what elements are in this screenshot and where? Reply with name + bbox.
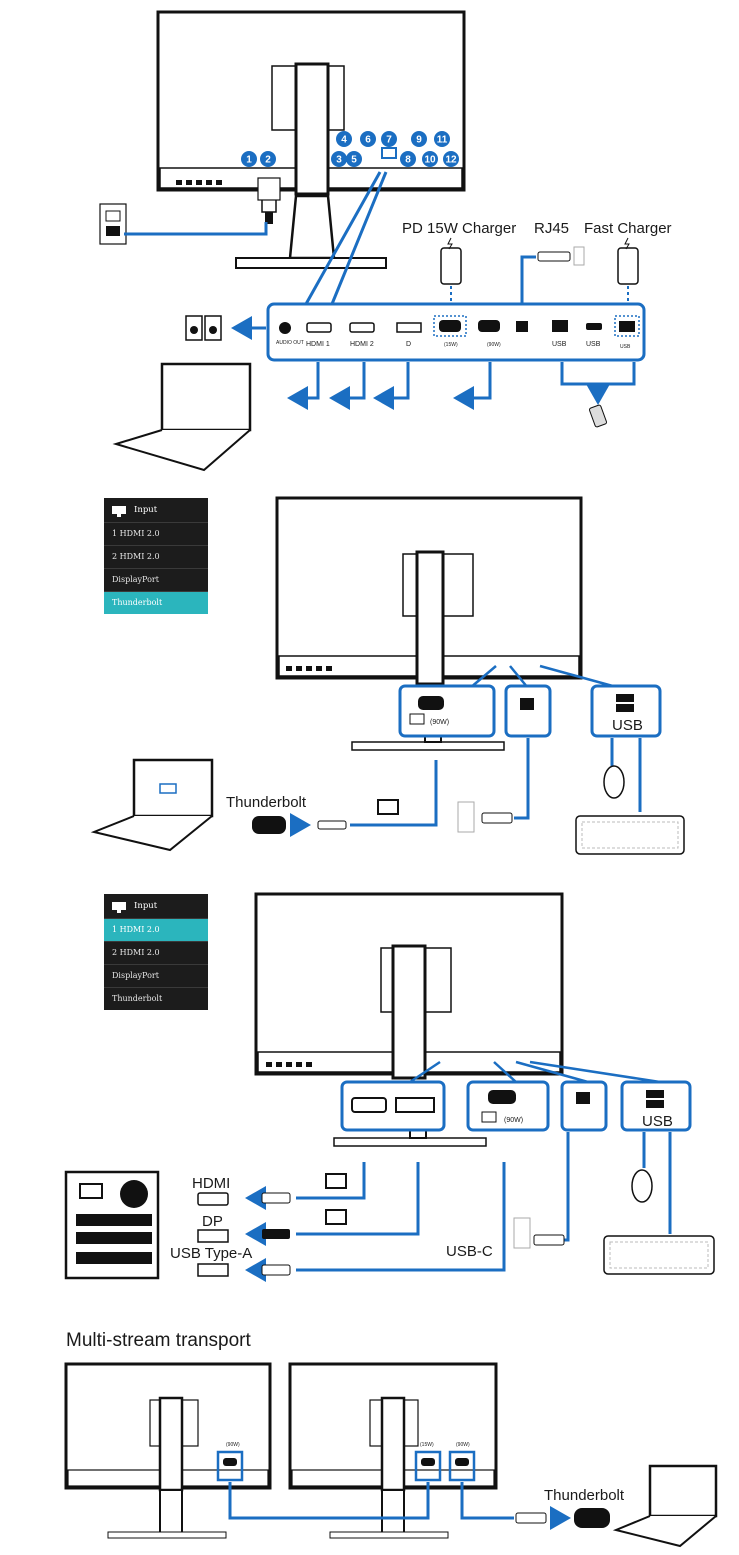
badge-9: 9 <box>416 135 422 146</box>
wall-outlet <box>99 203 127 245</box>
usbc-90w-label: (90W) <box>487 342 501 348</box>
s3-mouse-icon <box>631 1169 653 1203</box>
mst-thunderbolt-port <box>574 1508 610 1528</box>
s3-hdmi-port-icon <box>197 1192 229 1206</box>
s2-laptop-icon <box>90 758 214 852</box>
s2-menu-item-hdmi1[interactable]: 1 HDMI 2.0 <box>104 522 208 545</box>
badge-8: 8 <box>405 155 411 166</box>
s2-video-icon <box>377 799 399 815</box>
rj45-label: RJ45 <box>534 220 569 237</box>
mst-chain-lines <box>228 1482 514 1520</box>
mst-mon2-power-a-label: (15W) <box>420 1442 434 1448</box>
badge-7: 7 <box>386 135 392 146</box>
laptop-icon <box>112 362 252 472</box>
s3-dp-label: DP <box>202 1213 223 1230</box>
badge-3: 3 <box>336 155 342 166</box>
section3-usbc-box: (90W) <box>466 1080 550 1132</box>
phone-icon-left <box>440 237 462 285</box>
phone-icon-right <box>617 237 639 285</box>
badge-6: 6 <box>365 135 371 146</box>
s3-menu-item-hdmi1[interactable]: 1 HDMI 2.0 <box>104 918 208 941</box>
badge-2: 2 <box>265 155 271 166</box>
s2-rj45-plug <box>481 812 513 824</box>
s3-video-icon-2 <box>325 1209 347 1225</box>
section2-monitor <box>275 496 583 751</box>
s3-video-icon-1 <box>325 1173 347 1189</box>
callout-lines <box>304 171 388 305</box>
s2-menu-item-thunderbolt[interactable]: Thunderbolt <box>104 591 208 614</box>
monitor-icon <box>112 902 126 913</box>
s2-usbc-plug <box>317 820 347 830</box>
mst-thunderbolt-label: Thunderbolt <box>544 1487 625 1504</box>
monitor-icon <box>112 506 126 517</box>
audio-out-label: AUDIO OUT <box>276 340 304 346</box>
dp-label: D <box>406 341 411 348</box>
mst-laptop-icon <box>612 1464 718 1548</box>
usb1-label: USB <box>552 341 567 348</box>
s3-usb-type-a-label: USB Type-A <box>170 1245 252 1262</box>
s2-menu-item-displayport[interactable]: DisplayPort <box>104 568 208 591</box>
mst-title: Multi-stream transport <box>66 1330 251 1351</box>
s3-hdmi-label: HDMI <box>192 1175 230 1192</box>
hdmi1-label: HDMI 1 <box>306 341 330 348</box>
s2-keyboard-icon <box>575 815 685 855</box>
s3-menu-item-thunderbolt[interactable]: Thunderbolt <box>104 987 208 1010</box>
usb3-label: USB <box>620 344 631 350</box>
pd-charger-label: PD 15W Charger <box>402 220 516 237</box>
speakers-icon <box>185 315 222 341</box>
usbc-15w-label: (15W) <box>444 342 458 348</box>
section3-hdmi-dp-box <box>340 1080 446 1132</box>
section3-rj45-box <box>560 1080 608 1132</box>
fast-charger-label: Fast Charger <box>584 220 672 237</box>
s3-menu-item-displayport[interactable]: DisplayPort <box>104 964 208 987</box>
s3-usbc-power-label: (90W) <box>504 1117 523 1124</box>
laptop-connection-lines <box>287 362 636 410</box>
s3-menu-item-hdmi2[interactable]: 2 HDMI 2.0 <box>104 941 208 964</box>
power-cable-line <box>124 222 268 236</box>
s3-wall-jack <box>513 1217 531 1249</box>
usb-stick-icon <box>589 404 607 428</box>
badge-11: 11 <box>437 135 448 146</box>
s2-usb-label: USB <box>612 717 643 734</box>
s2-wall-jack <box>457 801 475 833</box>
s2-thunderbolt-port <box>252 816 286 834</box>
badge-4: 4 <box>341 135 347 146</box>
port-badges: 1 2 3 4 5 6 7 8 9 10 11 12 <box>241 131 459 167</box>
section3-usb-box: USB <box>620 1080 692 1132</box>
section2-callouts <box>469 664 621 690</box>
s2-menu-header: Input <box>104 498 208 522</box>
s3-usb-c-label: USB-C <box>446 1243 493 1260</box>
usb2-label: USB <box>586 341 601 348</box>
s3-menu-header: Input <box>104 894 208 918</box>
s2-menu-item-hdmi2[interactable]: 2 HDMI 2.0 <box>104 545 208 568</box>
s3-usb-label: USB <box>642 1113 673 1130</box>
s2-input-menu: Input 1 HDMI 2.0 2 HDMI 2.0 DisplayPort … <box>104 498 208 614</box>
s2-usbc-power-label: (90W) <box>430 719 449 726</box>
control-buttons <box>176 180 222 185</box>
pc-tower-icon <box>64 1170 160 1280</box>
s3-keyboard-icon <box>603 1235 715 1275</box>
port-panel: AUDIO OUT HDMI 1 HDMI 2 D (15W) (90W) US… <box>266 302 646 362</box>
mst-monitor-2: (15W) (90W) <box>288 1362 498 1539</box>
s3-input-menu: Input 1 HDMI 2.0 2 HDMI 2.0 DisplayPort … <box>104 894 208 1010</box>
mst-mon1-power-label: (90W) <box>226 1442 240 1448</box>
s2-thunderbolt-label: Thunderbolt <box>226 794 307 811</box>
badge-1: 1 <box>246 155 252 166</box>
section2-rj45-box <box>504 684 552 738</box>
mst-mon2-power-b-label: (90W) <box>456 1442 470 1448</box>
mst-monitor-1: (90W) <box>64 1362 272 1539</box>
badge-5: 5 <box>351 155 357 166</box>
section2-usbc-box: (90W) <box>398 684 496 738</box>
s3-usba-port-icon <box>197 1263 229 1277</box>
hdmi2-label: HDMI 2 <box>350 341 374 348</box>
s2-mouse-icon <box>603 765 625 799</box>
s3-dp-port-icon <box>197 1229 229 1243</box>
rj45-cable-icon <box>537 246 585 266</box>
badge-10: 10 <box>424 155 436 166</box>
section3-callouts <box>409 1060 661 1084</box>
section2-usb-box: USB <box>590 684 662 738</box>
badge-12: 12 <box>445 155 457 166</box>
